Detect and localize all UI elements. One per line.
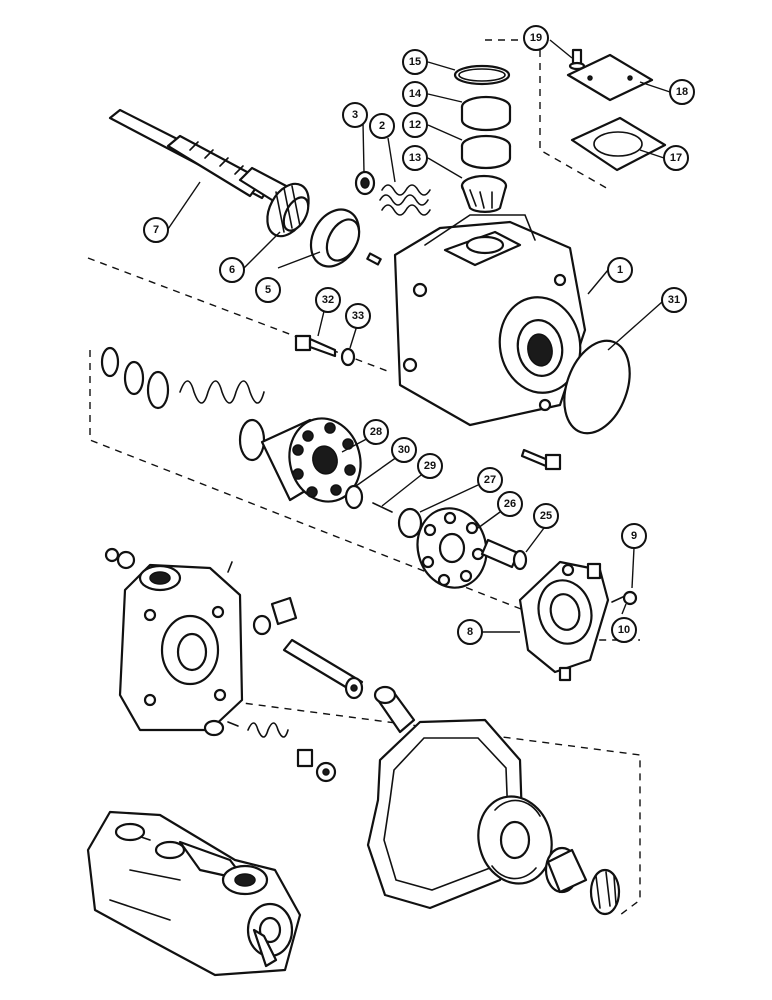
svg-text:6: 6 — [229, 264, 235, 276]
svg-text:15: 15 — [409, 56, 421, 68]
svg-text:17: 17 — [670, 152, 682, 164]
plug — [354, 170, 376, 196]
callout-14: 14 — [402, 81, 428, 107]
svg-text:7: 7 — [153, 224, 159, 236]
svg-text:13: 13 — [409, 152, 421, 164]
svg-text:1: 1 — [617, 264, 623, 276]
housing-o-ring — [563, 339, 631, 435]
bearing-stack — [453, 64, 512, 214]
housing-bolt — [520, 448, 562, 471]
callout-3: 3 — [342, 102, 368, 128]
piston — [480, 538, 528, 571]
valve-spool — [282, 638, 364, 700]
callout-32: 32 — [315, 287, 341, 313]
spring-stack — [100, 346, 266, 462]
svg-text:32: 32 — [322, 294, 334, 306]
callout-10: 10 — [611, 617, 637, 643]
assembled-pump-view — [86, 810, 302, 977]
callout-2: 2 — [369, 113, 395, 139]
bearing-cone — [266, 182, 310, 238]
callout-8: 8 — [457, 619, 483, 645]
callout-30: 30 — [391, 437, 417, 463]
callout-19: 19 — [523, 25, 549, 51]
rear-bearing — [544, 846, 621, 916]
valve-sleeve — [373, 685, 416, 734]
swashplate — [518, 560, 610, 682]
cam-pin — [611, 595, 626, 603]
svg-text:2: 2 — [379, 120, 385, 132]
cam-key — [622, 590, 638, 606]
pin — [372, 502, 393, 513]
leader-lines — [165, 39, 671, 633]
svg-text:3: 3 — [352, 109, 358, 121]
callout-6: 6 — [219, 257, 245, 283]
bushing — [344, 484, 364, 510]
svg-text:19: 19 — [530, 32, 542, 44]
port-cover — [104, 547, 244, 737]
callout-28: 28 — [363, 419, 389, 445]
svg-text:29: 29 — [424, 460, 436, 472]
port-plug — [252, 596, 298, 636]
callout-12: 12 — [402, 112, 428, 138]
callout-26: 26 — [497, 491, 523, 517]
valve-spring — [227, 721, 337, 783]
svg-text:5: 5 — [265, 284, 271, 296]
cover-assembly — [566, 48, 667, 172]
svg-text:10: 10 — [618, 624, 630, 636]
svg-text:26: 26 — [504, 498, 516, 510]
callout-7: 7 — [143, 217, 169, 243]
svg-text:33: 33 — [352, 310, 364, 322]
ball-guide — [397, 507, 423, 539]
svg-text:12: 12 — [409, 119, 421, 131]
callout-9: 9 — [621, 523, 647, 549]
callout-15: 15 — [402, 49, 428, 75]
svg-text:27: 27 — [484, 474, 496, 486]
callout-13: 13 — [402, 145, 428, 171]
callout-25: 25 — [533, 503, 559, 529]
svg-text:28: 28 — [370, 426, 382, 438]
callouts: 1 2 3 5 6 7 8 9 10 12 13 14 15 17 18 19 … — [143, 25, 695, 645]
spring — [379, 184, 431, 216]
svg-text:25: 25 — [540, 510, 552, 522]
pump-housing — [393, 214, 587, 427]
dowel-pin — [366, 252, 382, 266]
drive-shaft — [108, 108, 292, 207]
callout-17: 17 — [663, 145, 689, 171]
callout-29: 29 — [417, 453, 443, 479]
svg-text:8: 8 — [467, 626, 473, 638]
retainer-plate — [416, 507, 488, 589]
svg-text:31: 31 — [668, 294, 680, 306]
callout-1: 1 — [607, 257, 633, 283]
svg-text:18: 18 — [676, 86, 688, 98]
callout-33: 33 — [345, 303, 371, 329]
svg-text:14: 14 — [409, 88, 422, 100]
svg-text:9: 9 — [631, 530, 637, 542]
callout-27: 27 — [477, 467, 503, 493]
callout-31: 31 — [661, 287, 687, 313]
cylinder-barrel — [260, 417, 362, 503]
bolt-and-washer — [294, 334, 356, 367]
svg-text:30: 30 — [398, 444, 410, 456]
valve-plate — [477, 795, 553, 885]
callout-18: 18 — [669, 79, 695, 105]
callout-5: 5 — [255, 277, 281, 303]
bearing-cup — [309, 208, 361, 268]
